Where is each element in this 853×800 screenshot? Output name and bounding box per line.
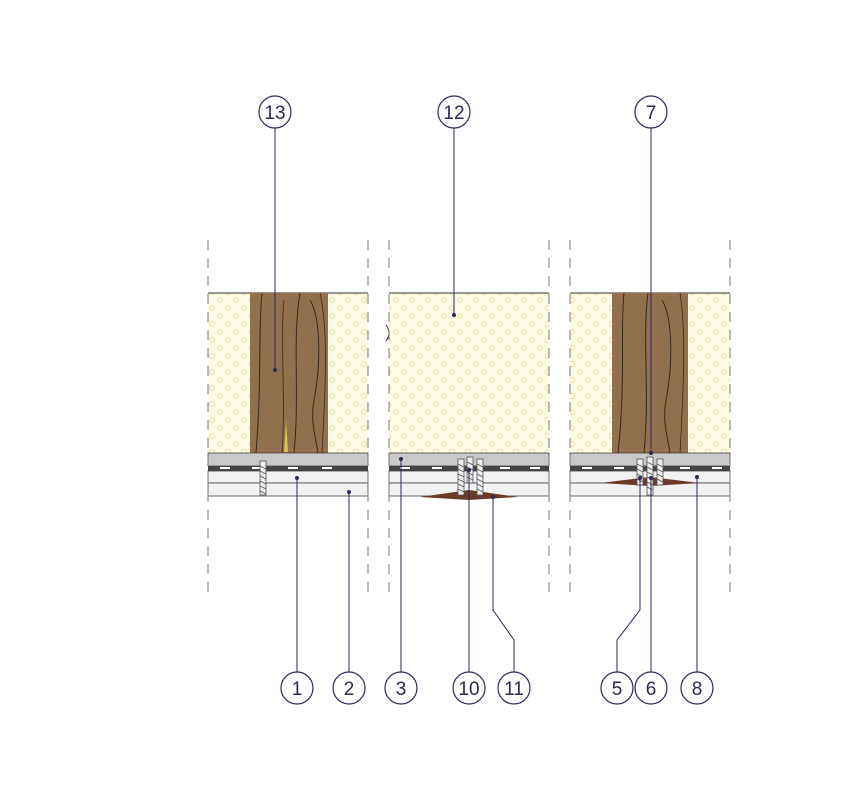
callout-1-label: 1 <box>292 679 303 700</box>
board-layer-1-left <box>207 470 369 484</box>
board-layer-2-left <box>207 482 369 497</box>
timber-stud-left <box>250 292 328 454</box>
screws-right <box>636 456 664 496</box>
break-lines <box>207 240 731 600</box>
callout-8: 8 <box>680 671 714 705</box>
callout-13: 13 <box>258 95 292 129</box>
callout-5: 5 <box>600 671 634 705</box>
callout-6: 6 <box>634 671 668 705</box>
callout-7: 7 <box>634 95 668 129</box>
callout-2-label: 2 <box>344 679 355 700</box>
callout-5-label: 5 <box>612 679 623 700</box>
screw-left <box>259 460 267 496</box>
callout-11: 11 <box>497 671 531 705</box>
leader-dots <box>273 313 699 499</box>
gypsum-board-top-left <box>207 452 369 467</box>
panel-left <box>207 292 369 497</box>
callout-1: 1 <box>280 671 314 705</box>
callout-7-label: 7 <box>646 103 657 124</box>
panel-right <box>569 292 731 497</box>
timber-stud-right <box>612 292 688 454</box>
callout-6-label: 6 <box>646 679 657 700</box>
callout-2: 2 <box>332 671 366 705</box>
insulation-pattern-middle <box>389 293 549 453</box>
callout-12-label: 12 <box>443 103 464 124</box>
callout-3-label: 3 <box>396 679 407 700</box>
callout-8-label: 8 <box>692 679 703 700</box>
callout-11-label: 11 <box>504 679 524 700</box>
callout-10: 10 <box>452 671 486 705</box>
fastener-tip <box>284 420 288 452</box>
callout-10-label: 10 <box>458 679 479 700</box>
callout-12: 12 <box>437 95 471 129</box>
callout-3: 3 <box>384 671 418 705</box>
callout-13-label: 13 <box>264 103 285 124</box>
leader-lines <box>274 128 698 672</box>
